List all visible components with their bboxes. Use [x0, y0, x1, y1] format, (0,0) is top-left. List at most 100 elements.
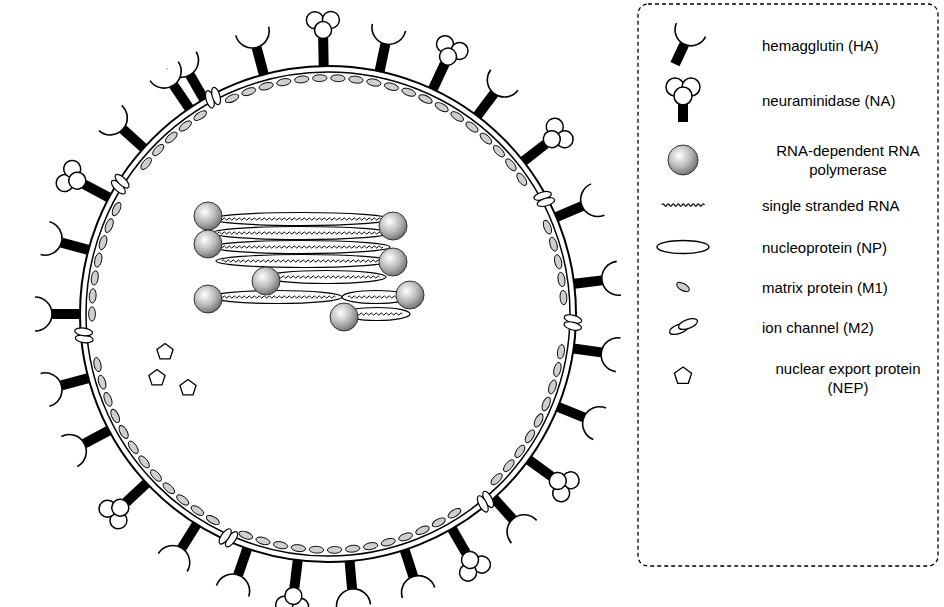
matrix-protein-slot — [327, 546, 342, 553]
np-sample — [657, 241, 709, 254]
matrix-protein-slot — [97, 374, 108, 390]
matrix-protein — [348, 75, 363, 83]
legend-label: single stranded RNA — [762, 196, 900, 215]
matrix-protein-slot — [149, 468, 164, 483]
matrix-protein-slot — [161, 481, 176, 496]
ha-head — [369, 24, 406, 48]
matrix-protein — [513, 444, 527, 460]
matrix-protein-slot — [556, 344, 565, 359]
ion-channel — [563, 313, 583, 332]
nuclear-export-protein — [149, 370, 165, 385]
rna-strand — [272, 276, 380, 278]
matrix-protein-slot — [431, 516, 447, 529]
matrix-protein — [103, 218, 115, 234]
matrix-protein-slot — [151, 143, 166, 158]
matrix-protein — [102, 391, 114, 407]
matrix-protein — [149, 468, 164, 483]
rna-strand — [218, 246, 383, 248]
matrix-protein — [560, 290, 568, 305]
matrix-protein — [547, 379, 558, 395]
m2-part — [74, 327, 93, 337]
matrix-protein — [331, 75, 346, 82]
matrix-protein — [552, 362, 562, 378]
matrix-protein-slot — [548, 236, 559, 252]
outer-membrane — [80, 66, 576, 562]
nucleoprotein — [212, 213, 390, 226]
matrix-protein-slot — [224, 92, 240, 104]
matrix-protein — [294, 75, 309, 83]
matrix-protein-slot — [401, 87, 417, 98]
ha-head — [335, 587, 370, 607]
hemagglutinin-spike — [333, 558, 371, 607]
matrix-protein — [434, 101, 450, 114]
polymerase — [194, 230, 222, 258]
matrix-protein — [532, 412, 545, 428]
legend-label: ion channel (M2) — [762, 318, 874, 337]
matrix-protein — [478, 131, 493, 146]
matrix-protein — [126, 439, 140, 455]
matrix-protein-slot — [110, 201, 122, 217]
neuraminidase-spike — [306, 11, 340, 68]
m2-sample — [677, 316, 699, 331]
matrix-protein — [161, 481, 176, 496]
matrix-protein-slot — [478, 131, 493, 146]
matrix-protein — [89, 307, 96, 321]
matrix-protein-slot — [98, 235, 109, 251]
na-head — [284, 586, 303, 605]
matrix-protein — [502, 458, 516, 473]
m2-part — [217, 527, 234, 546]
rna-strand — [222, 260, 382, 262]
matrix-protein-slot — [93, 357, 103, 373]
matrix-protein-slot — [523, 428, 536, 444]
matrix-protein — [276, 77, 291, 86]
matrix-protein — [327, 546, 342, 553]
nucleoprotein — [212, 227, 390, 240]
polymerase — [330, 303, 358, 331]
matrix-protein-slot — [464, 120, 480, 134]
matrix-protein-slot — [312, 74, 327, 81]
m2-part — [113, 172, 131, 190]
matrix-protein — [164, 130, 179, 145]
ha-sample — [660, 23, 705, 71]
matrix-protein-slot — [90, 270, 99, 285]
matrix-layer — [89, 74, 568, 553]
spike-stalk — [572, 275, 603, 289]
spike-stalk — [52, 309, 82, 319]
na-head — [458, 548, 481, 571]
polymerase — [194, 285, 222, 313]
legend-label: nuclear export protein (NEP) — [762, 359, 934, 397]
na-sample — [666, 78, 700, 122]
matrix-protein-slot — [502, 458, 516, 473]
matrix-protein-slot — [557, 272, 566, 287]
ion-channel — [200, 85, 225, 110]
matrix-protein — [255, 536, 271, 547]
ion-channel — [532, 186, 557, 211]
matrix-protein-slot — [276, 77, 291, 86]
polymerase — [252, 267, 280, 295]
matrix-protein-slot — [137, 454, 151, 469]
matrix-protein — [523, 428, 536, 444]
spike-stalk — [289, 558, 303, 589]
matrix-protein — [110, 201, 122, 217]
matrix-protein-slot — [178, 119, 194, 133]
ha-head — [35, 297, 52, 331]
spike-stalk — [344, 559, 357, 590]
matrix-protein — [224, 92, 240, 104]
matrix-protein-slot — [532, 412, 545, 428]
matrix-protein — [117, 424, 130, 440]
matrix-protein-slot — [117, 424, 130, 440]
m2-part — [563, 320, 582, 332]
polymerase — [396, 281, 424, 309]
matrix-protein — [312, 74, 327, 81]
matrix-protein-slot — [560, 290, 568, 305]
matrix-protein — [540, 396, 552, 412]
m1-sample — [675, 280, 691, 293]
matrix-protein — [557, 272, 566, 287]
neuraminidase-spike — [275, 556, 315, 607]
ion-channels — [74, 85, 583, 550]
matrix-protein-slot — [192, 109, 208, 123]
matrix-protein-slot — [553, 254, 563, 270]
matrix-protein — [449, 110, 465, 124]
matrix-protein-slot — [552, 362, 562, 378]
